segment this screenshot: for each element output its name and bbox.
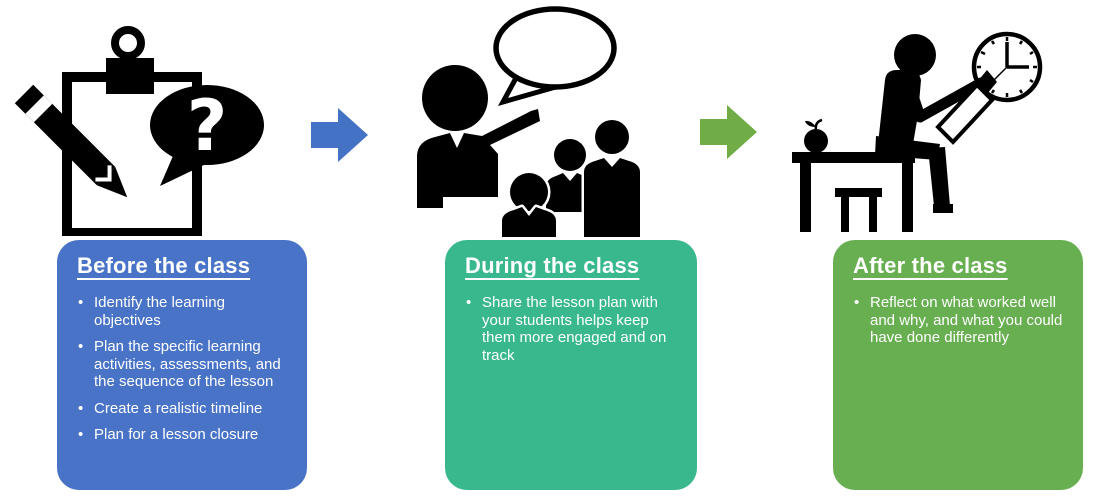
clipboard-ring	[111, 26, 145, 60]
hand	[977, 70, 997, 94]
after-class-card: After the class Reflect on what worked w…	[833, 240, 1083, 490]
flow-arrow-green-icon	[700, 105, 757, 159]
pencil-icon	[14, 84, 128, 198]
bullet-item: Share the lesson plan with your students…	[465, 294, 678, 364]
during-card-title: During the class	[465, 253, 640, 278]
before-card-title: Before the class	[77, 253, 251, 278]
bullet-item: Plan for a lesson closure	[77, 426, 290, 444]
bullet-item: Create a realistic timeline	[77, 400, 290, 418]
student-right	[581, 117, 643, 240]
teacher-students-speech-icon	[417, 6, 643, 240]
flow-arrow-blue-icon	[311, 108, 368, 162]
apple-icon	[804, 118, 828, 153]
clipboard-clip	[106, 58, 154, 94]
speech-bubble-icon	[493, 6, 617, 107]
during-class-card: During the class Share the lesson plan w…	[445, 240, 697, 490]
person-desk-clock-icon	[792, 31, 1043, 232]
before-card-bullets: Identify the learning objectives Plan th…	[77, 294, 293, 444]
students-icon	[499, 117, 643, 240]
during-card-bullets: Share the lesson plan with your students…	[465, 294, 683, 364]
paper-sheet	[935, 82, 995, 145]
question-speech-bubble-icon: ?	[150, 85, 264, 186]
after-card-bullets: Reflect on what worked well and why, and…	[853, 294, 1069, 347]
bullet-item: Identify the learning objectives	[77, 294, 290, 329]
stool-icon	[835, 188, 882, 232]
bullet-item: Plan the specific learning activities, a…	[77, 338, 290, 391]
clipboard-pencil-question-icon: ?	[14, 26, 264, 236]
desk-icon	[792, 152, 915, 232]
reading-person-icon	[875, 34, 997, 213]
bullet-item: Reflect on what worked well and why, and…	[853, 294, 1066, 347]
before-class-card: Before the class Identify the learning o…	[57, 240, 307, 490]
after-card-title: After the class	[853, 253, 1008, 278]
question-mark: ?	[187, 85, 228, 167]
teacher-icon	[417, 65, 540, 208]
student-left	[499, 170, 559, 240]
